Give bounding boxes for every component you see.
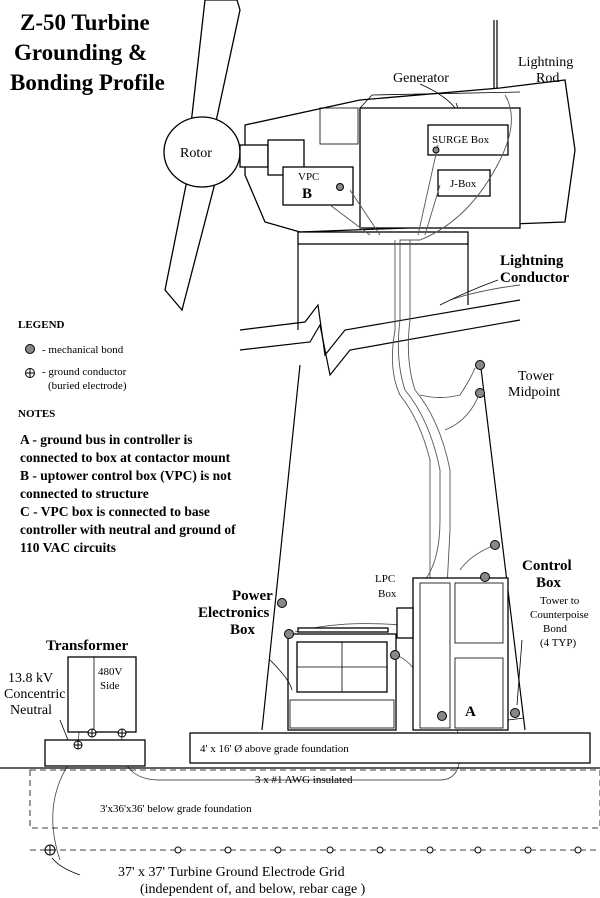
note-c-line-2: controller with neutral and ground of [20,522,236,537]
tower-counterpoise-label-4: (4 TYP) [540,637,576,649]
legend-heading: LEGEND [18,319,65,331]
lightning-rod-label-1: Lightning [518,55,573,70]
ground-conductor-icon [117,728,127,738]
above-grade-foundation-label: 4' x 16' Ø above grade foundation [200,743,349,755]
mechanical-bond [390,650,400,660]
ground-conductor-icon [87,728,97,738]
notes: NOTES A - ground bus in controller is co… [18,408,236,555]
title-line-3: Bonding Profile [10,70,165,95]
ground-conductor-icon [73,740,83,750]
control-box-label-1: Control [522,558,572,574]
grid-label-1: 37' x 37' Turbine Ground Electrode Grid [118,865,345,880]
mechanical-bond [277,598,287,608]
mechanical-bond [284,629,294,639]
mechanical-bond [437,711,447,721]
note-a-line-1: A - ground bus in controller is [20,432,193,447]
side-480v-label-1: 480V [98,666,123,678]
below-grade-foundation-label: 3'x36'x36' below grade foundation [100,803,252,815]
power-electronics-box [287,627,397,731]
note-b-line-2: connected to structure [20,486,149,501]
note-c-line-3: 110 VAC circuits [20,540,116,555]
ground-conductor-icon [25,368,35,378]
title-line-1: Z-50 Turbine [20,10,150,35]
above-grade-foundation [189,732,591,764]
note-b-line-1: B - uptower control box (VPC) is not [20,468,232,483]
legend-mechanical-bond-icon [25,344,35,354]
side-480v-label-2: Side [100,680,120,692]
title-line-2: Grounding & [14,40,147,65]
surge-box [427,124,509,156]
legend: LEGEND - mechanical bond - ground conduc… [18,319,127,392]
power-electronics-label-2: Electronics [198,605,270,621]
tower-counterpoise-label-2: Counterpoise [530,609,589,621]
legend-ground-conductor-1: - ground conductor [42,366,127,378]
mechanical-bond [480,572,490,582]
transformer [44,656,146,767]
j-box [437,169,491,197]
ground-conductors [25,368,582,856]
tower-counterpoise-label-3: Bond [543,623,567,635]
tower-midpoint-label-2: Midpoint [508,385,560,400]
legend-ground-conductor-2: (buried electrode) [48,380,127,392]
tower-midpoint-label-1: Tower [518,369,554,384]
legend-mechanical-bond: - mechanical bond [42,344,124,356]
rotor-label: Rotor [180,146,212,161]
generator-label: Generator [393,71,449,86]
power-electronics-label-1: Power [232,588,273,604]
diagram-title: Z-50 Turbine Grounding & Bonding Profile [10,10,165,95]
note-a-line-2: connected to box at contactor mount [20,450,231,465]
mechanical-bond [475,388,485,398]
control-box-label-2: Box [536,575,562,591]
lightning-rod [493,20,498,88]
mechanical-bond [336,183,344,191]
labels: Rotor Generator Lightning Rod SURGE Box … [4,55,589,897]
nacelle [163,79,576,245]
awg-insulated-label: 3 x #1 AWG insulated [255,774,353,786]
grid-electrodes [44,844,582,856]
lightning-conductor-label-2: Conductor [500,270,570,286]
below-grade-foundation [29,769,600,829]
mechanical-bond [432,146,440,154]
vpc-label: VPC [298,171,319,183]
lightning-conductor-label-1: Lightning [500,253,564,269]
control-box [396,577,509,731]
vpc-b-label: B [302,186,312,202]
lpc-box [396,607,414,639]
concentric-neutral-label-1: 13.8 kV [8,671,53,686]
surge-box-label: SURGE Box [432,134,490,146]
controller-a-label: A [465,704,476,720]
grid-label-2: (independent of, and below, rebar cage ) [140,882,366,897]
transformer-pad [44,739,146,767]
mechanical-bond [475,360,485,370]
concentric-neutral-label-2: Concentric [4,687,65,702]
tower-counterpoise-label-1: Tower to [540,595,580,607]
vpc-box [282,166,354,206]
leader-lines [51,83,525,876]
jbox-label: J-Box [450,178,477,190]
concentric-neutral-label-3: Neutral [10,703,52,718]
lpc-label-1: LPC [375,573,395,585]
lightning-rod-label-2: Rod [536,71,559,86]
power-electronics-label-3: Box [230,622,256,638]
mechanical-bond [510,708,520,718]
lpc-label-2: Box [378,588,397,600]
mechanical-bonds [25,146,520,721]
foundation [0,732,600,829]
notes-heading: NOTES [18,408,55,420]
mechanical-bond [490,540,500,550]
transformer-label: Transformer [46,638,129,654]
crosshatch-panel [319,107,359,145]
note-c-line-1: C - VPC box is connected to base [20,504,210,519]
